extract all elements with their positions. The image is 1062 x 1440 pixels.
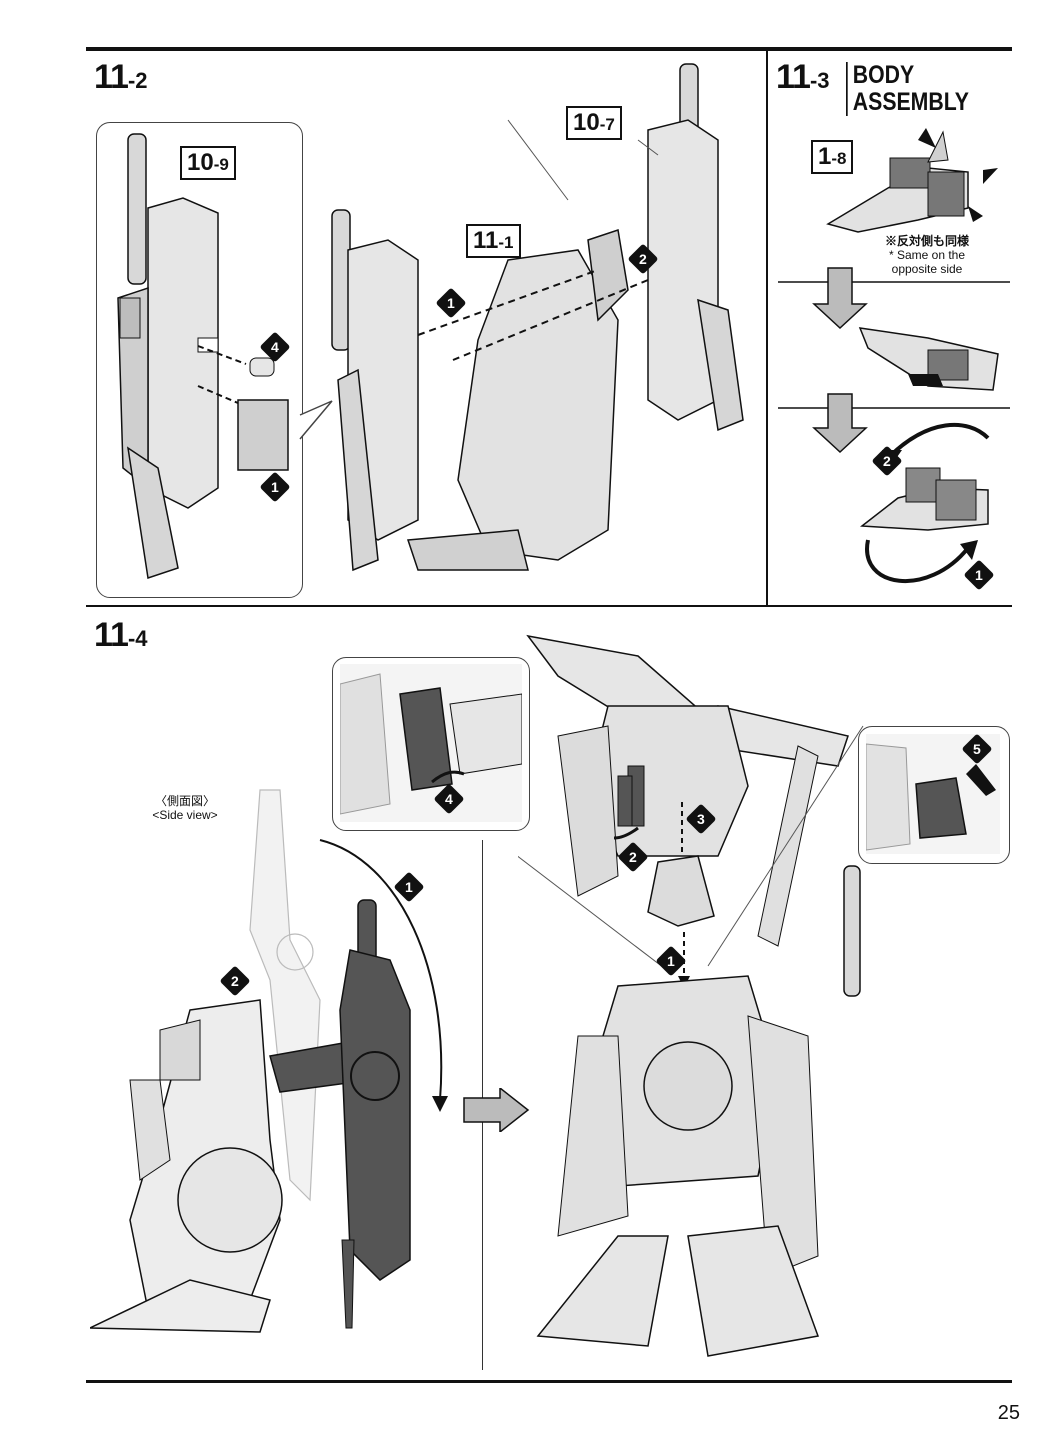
badge-text: 5 — [973, 740, 981, 757]
badge-text: 4 — [271, 338, 279, 355]
badge-text: 1 — [667, 952, 675, 969]
binder-detail-illustration — [117, 133, 289, 579]
completed-body-illustration — [518, 634, 864, 1357]
ref-minor: -1 — [498, 233, 514, 252]
badge-text: 3 — [697, 810, 705, 827]
badge-text: 2 — [629, 848, 637, 865]
badge-text: 2 — [639, 250, 647, 267]
title-line-2: ASSEMBLY — [852, 88, 969, 116]
note-jp: ※反対側も同様 — [884, 234, 969, 248]
body-with-binders-illustration — [331, 63, 744, 572]
callout-pointer — [299, 400, 333, 440]
badge-text: 1 — [975, 566, 983, 583]
badge-text: 1 — [447, 294, 455, 311]
right-arrow-icon — [463, 1088, 530, 1132]
badge-text: 2 — [231, 972, 239, 989]
step-minor: -3 — [809, 68, 830, 93]
step-major: 11 — [776, 58, 811, 96]
side-view-label: 〈側面図〉 <Side view> — [140, 794, 230, 822]
ref-minor: -9 — [213, 155, 229, 174]
step-11-2-heading: 11-2 — [94, 58, 148, 97]
top-rule — [86, 47, 1012, 51]
badge-text: 1 — [405, 878, 413, 895]
note-en-line-2: opposite side — [891, 262, 963, 276]
ref-box-10-9: 10-9 — [180, 146, 236, 180]
ref-major: 1 — [818, 143, 832, 170]
ref-minor: -7 — [599, 115, 615, 134]
step-major: 11 — [94, 616, 129, 654]
ref-major: 11 — [473, 227, 499, 254]
ref-box-10-7: 10-7 — [566, 106, 622, 140]
badge-text: 1 — [271, 478, 279, 495]
ref-box-11-1: 11-1 — [466, 224, 521, 258]
ref-minor: -8 — [831, 149, 847, 168]
step-11-3-heading: 11-3 — [776, 58, 830, 97]
step-11-4-heading: 11-4 — [94, 616, 148, 655]
title-line-1: BODY — [852, 61, 915, 89]
bottom-rule — [86, 1380, 1012, 1383]
side-view-illustration — [90, 789, 448, 1333]
same-opposite-side-note: ※反対側も同様 * Same on the opposite side — [872, 234, 982, 276]
ref-major: 10 — [573, 109, 600, 136]
side-view-en: <Side view> — [152, 808, 218, 822]
step-minor: -4 — [127, 626, 148, 651]
body-assembly-sequence-illustration — [778, 128, 1010, 583]
body-assembly-title: BODY ASSEMBLY — [846, 62, 969, 116]
vertical-divider — [766, 51, 768, 607]
ref-box-1-8: 1-8 — [811, 140, 854, 174]
page-number: 25 — [997, 1402, 1020, 1424]
detail-step-4-illustration — [340, 664, 522, 822]
middle-rule — [86, 605, 1012, 607]
badge-text: 4 — [445, 790, 453, 807]
ref-major: 10 — [187, 149, 214, 176]
note-en-line-1: * Same on the — [888, 248, 966, 262]
step-minor: -2 — [127, 68, 148, 93]
badge-text: 2 — [883, 452, 891, 469]
step-major: 11 — [94, 58, 129, 96]
side-view-jp: 〈側面図〉 — [154, 794, 215, 808]
